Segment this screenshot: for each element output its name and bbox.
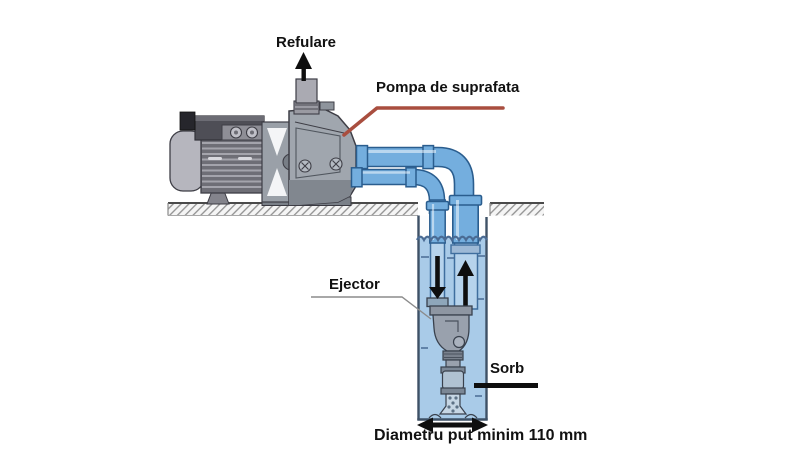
pipe-coupling bbox=[350, 167, 363, 188]
pump-head-bolts bbox=[298, 157, 343, 173]
diameter-arrow-icon bbox=[417, 417, 488, 433]
sorb-pointer-line bbox=[474, 383, 538, 388]
suction-elbow bbox=[350, 148, 473, 205]
pipe-coupling bbox=[425, 200, 450, 211]
pump-head-shade bbox=[289, 180, 356, 205]
pompa-de-suprafata-label: Pompa de suprafata bbox=[376, 79, 520, 96]
ground-right bbox=[489, 202, 544, 216]
surface-pump bbox=[169, 78, 369, 206]
pipe-coupling bbox=[448, 194, 483, 206]
up-arrow-icon bbox=[457, 260, 474, 308]
bracket-cutout bbox=[267, 168, 287, 196]
ejector-port bbox=[452, 335, 466, 349]
pipe-coupling bbox=[422, 144, 435, 170]
motor-plate bbox=[238, 157, 252, 160]
refulare-arrow-icon bbox=[295, 52, 312, 81]
ejector-label: Ejector bbox=[329, 276, 380, 293]
pump-top-port bbox=[319, 101, 335, 111]
refulare-label: Refulare bbox=[276, 34, 337, 51]
sorb bbox=[440, 366, 466, 395]
strainer-ripples bbox=[428, 413, 478, 419]
pump-head-panel bbox=[295, 127, 341, 179]
diametru-label: Diametru put minim 110 mm bbox=[374, 427, 588, 444]
ejector bbox=[429, 305, 473, 368]
flow-arrows bbox=[429, 256, 474, 308]
terminal-box-top bbox=[195, 116, 264, 121]
strainer bbox=[428, 393, 478, 419]
discharge-stub bbox=[293, 78, 320, 115]
sorb-label: Sorb bbox=[490, 360, 525, 377]
down-arrow-icon bbox=[429, 256, 446, 299]
pompa-pointer-line bbox=[342, 106, 505, 137]
drive-pipe-coupling bbox=[426, 297, 449, 308]
surface-pipes bbox=[350, 144, 483, 244]
pipe-coupling bbox=[355, 144, 369, 170]
water-surface bbox=[416, 235, 488, 243]
bracket-cutout bbox=[267, 128, 287, 156]
pipe-coupling bbox=[405, 167, 417, 188]
motor-plate bbox=[208, 157, 222, 160]
cable-connector bbox=[179, 111, 196, 131]
water-dashes bbox=[421, 255, 485, 397]
ejector-pointer-line bbox=[311, 296, 432, 320]
suction-pipe-coupling bbox=[450, 244, 481, 255]
